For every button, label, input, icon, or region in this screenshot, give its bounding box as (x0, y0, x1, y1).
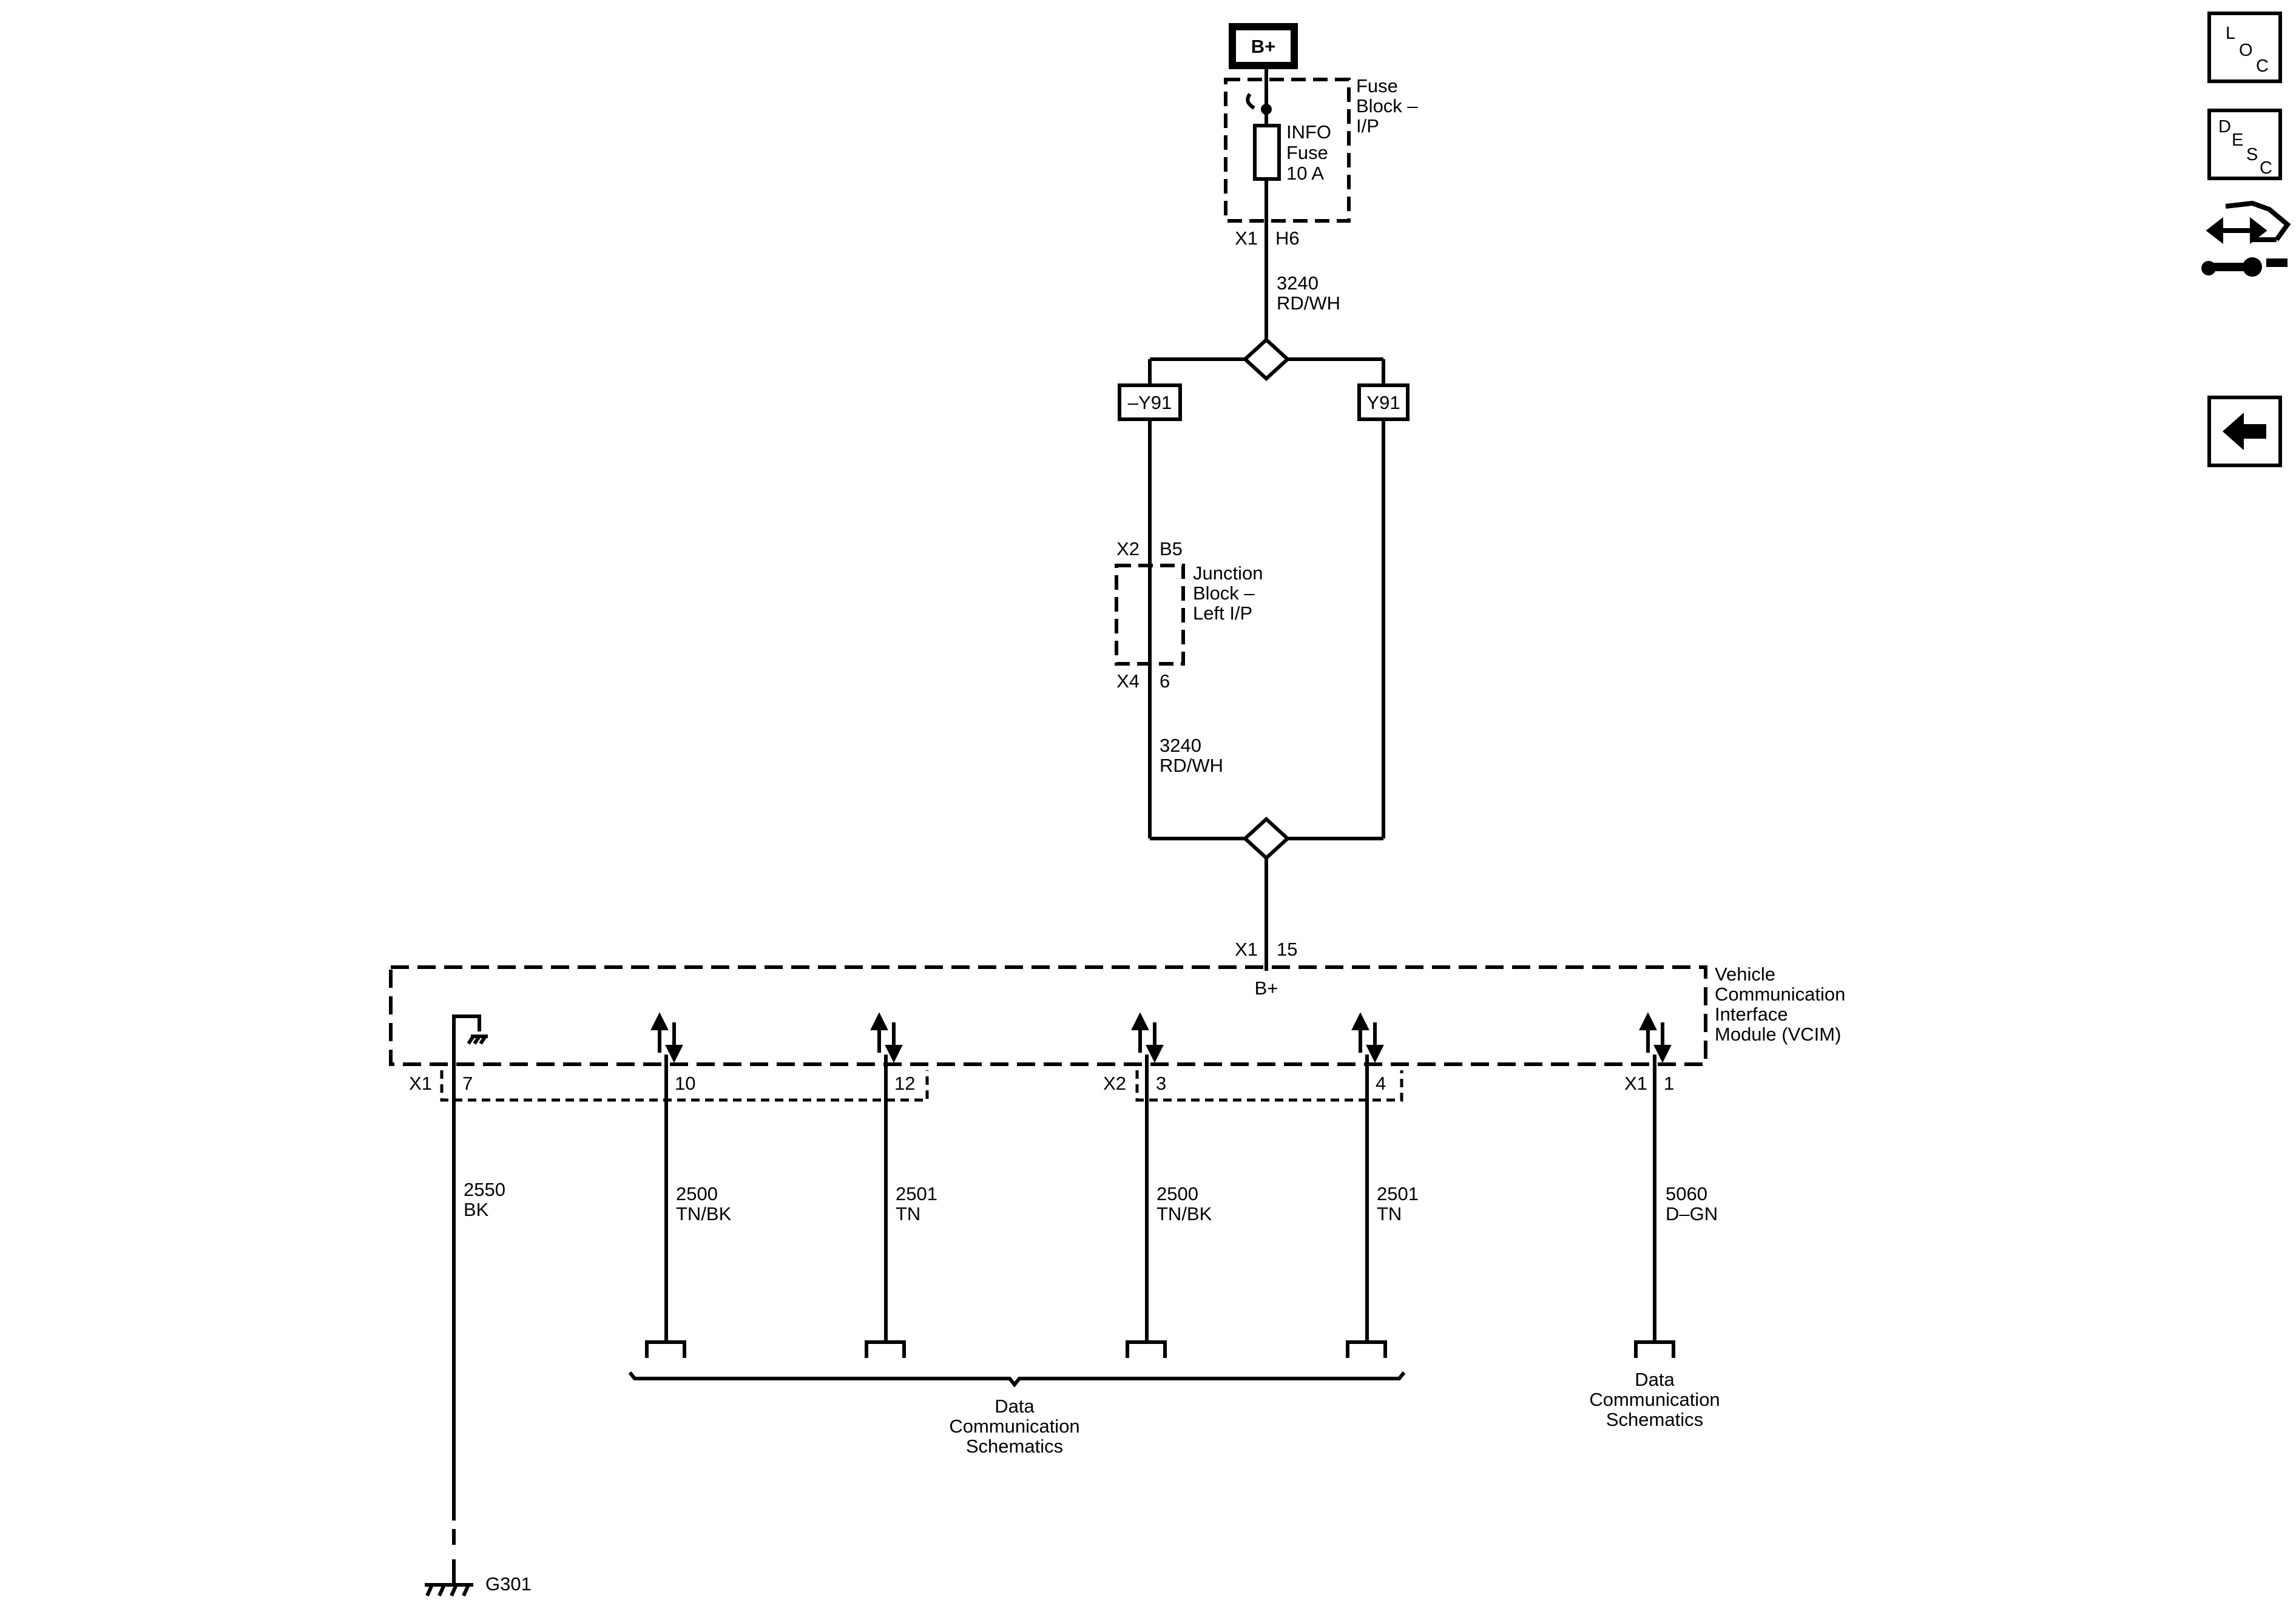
junction-out-pin: 6 (1160, 670, 1170, 692)
fuse-pin-label: H6 (1275, 228, 1300, 249)
wire-top-circuit: 3240 (1277, 272, 1319, 294)
fuse-label-3: 10 A (1286, 163, 1324, 184)
vcim-power-label: B+ (1255, 977, 1278, 999)
desc-icon-letter-3: S (2246, 145, 2258, 164)
splice-top (1242, 337, 1291, 382)
terminal-10 (645, 1340, 686, 1358)
vcim-power-pin: 15 (1277, 939, 1297, 960)
data-arrows-10 (650, 1012, 683, 1063)
pin-3-connector: X2 (1103, 1073, 1126, 1094)
pin-7-connector: X1 (409, 1073, 432, 1094)
data-comm-brace (628, 1371, 1406, 1388)
junction-out-connector: X4 (1116, 670, 1140, 692)
splice-bottom (1242, 816, 1291, 861)
desc-icon-letter-2: E (2232, 130, 2243, 150)
fuse-block-name-1: Fuse (1356, 75, 1398, 96)
desc-icon-letter-1: D (2218, 117, 2231, 137)
fuse-label-2: Fuse (1286, 142, 1328, 163)
vcim-name-3: Interface (1715, 1004, 1788, 1025)
desc-icon[interactable]: D E S C (2207, 109, 2282, 180)
data-arrows-1 (1639, 1012, 1672, 1063)
wire-2500b-color: TN/BK (1156, 1203, 1212, 1224)
battery-source-box (1229, 23, 1298, 69)
info-fuse (1253, 124, 1281, 181)
vcim-outline (389, 965, 1707, 1066)
vcim-name-4: Module (VCIM) (1715, 1024, 1841, 1045)
vcim-power-connector: X1 (1235, 939, 1258, 960)
wire-2501a-color: TN (896, 1203, 920, 1224)
option-box-left (1118, 383, 1182, 421)
wire-5060-color: D–GN (1666, 1203, 1718, 1224)
ground-label: G301 (485, 1573, 532, 1595)
data-comm-group-link-1[interactable]: Data (994, 1396, 1035, 1417)
connector-x2-outline (1135, 1070, 1403, 1102)
junction-in-pin: B5 (1160, 538, 1183, 559)
battery-source-label: B+ (1251, 36, 1276, 57)
pin-4-number: 4 (1376, 1073, 1386, 1094)
fuse-block-name-2: Block – (1356, 95, 1418, 116)
option-box-right (1357, 383, 1410, 421)
wire-5060-circuit: 5060 (1666, 1183, 1707, 1204)
wire-top-color: RD/WH (1277, 292, 1340, 314)
data-comm-group-link-2[interactable]: Communication (949, 1416, 1079, 1437)
wire-2550-circuit: 2550 (464, 1179, 505, 1200)
option-right-label: Y91 (1366, 392, 1400, 413)
pin-3-number: 3 (1156, 1073, 1166, 1094)
fuse-connector-label: X1 (1235, 228, 1258, 249)
wire-2500a-circuit: 2500 (676, 1183, 718, 1204)
junction-block-name-3: Left I/P (1193, 603, 1252, 624)
loc-icon-letter-2: O (2239, 41, 2253, 60)
wire-2501b-circuit: 2501 (1377, 1183, 1419, 1204)
data-arrows-3 (1131, 1012, 1164, 1063)
junction-in-connector: X2 (1116, 538, 1140, 559)
loc-icon[interactable]: L O C (2207, 12, 2282, 83)
fuse-label-1: INFO (1286, 121, 1331, 143)
data-comm-single-link-3[interactable]: Schematics (1606, 1409, 1703, 1430)
connector-repair-icon[interactable] (2201, 200, 2291, 277)
junction-block-name-2: Block – (1193, 582, 1255, 604)
connector-x1-outline (440, 1070, 929, 1102)
wire-2501a-circuit: 2501 (896, 1183, 937, 1204)
wire-2550-color: BK (464, 1199, 489, 1220)
pin-7-number: 7 (462, 1073, 473, 1094)
vcim-name-1: Vehicle (1715, 964, 1775, 985)
vcim-name-2: Communication (1715, 984, 1845, 1005)
data-arrows-4 (1351, 1012, 1384, 1063)
data-arrows-12 (870, 1012, 903, 1063)
wire-mid-circuit: 3240 (1160, 735, 1201, 756)
junction-block-outline (1115, 564, 1185, 666)
pin-12-number: 12 (894, 1073, 915, 1094)
data-comm-group-link-3[interactable]: Schematics (966, 1436, 1063, 1457)
terminal-1 (1634, 1340, 1675, 1358)
terminal-3 (1126, 1340, 1167, 1358)
wire-2500a-color: TN/BK (676, 1203, 732, 1224)
loc-icon-letter-1: L (2226, 24, 2235, 43)
desc-icon-letter-4: C (2260, 158, 2272, 178)
terminal-12 (865, 1340, 906, 1358)
option-left-label: –Y91 (1128, 392, 1172, 413)
terminal-4 (1346, 1340, 1387, 1358)
back-arrow-icon[interactable] (2207, 396, 2282, 467)
wire-mid-color: RD/WH (1160, 755, 1223, 776)
junction-block-name-1: Junction (1193, 562, 1263, 584)
pin-1-connector: X1 (1624, 1073, 1647, 1094)
loc-icon-letter-3: C (2256, 56, 2269, 76)
data-comm-single-link-1[interactable]: Data (1635, 1369, 1675, 1390)
data-comm-single-link-2[interactable]: Communication (1589, 1389, 1720, 1410)
pin-1-number: 1 (1664, 1073, 1674, 1094)
wire-2500b-circuit: 2500 (1156, 1183, 1198, 1204)
wire-2501b-color: TN (1377, 1203, 1402, 1224)
pin-10-number: 10 (675, 1073, 695, 1094)
fuse-block-name-3: I/P (1356, 115, 1379, 137)
